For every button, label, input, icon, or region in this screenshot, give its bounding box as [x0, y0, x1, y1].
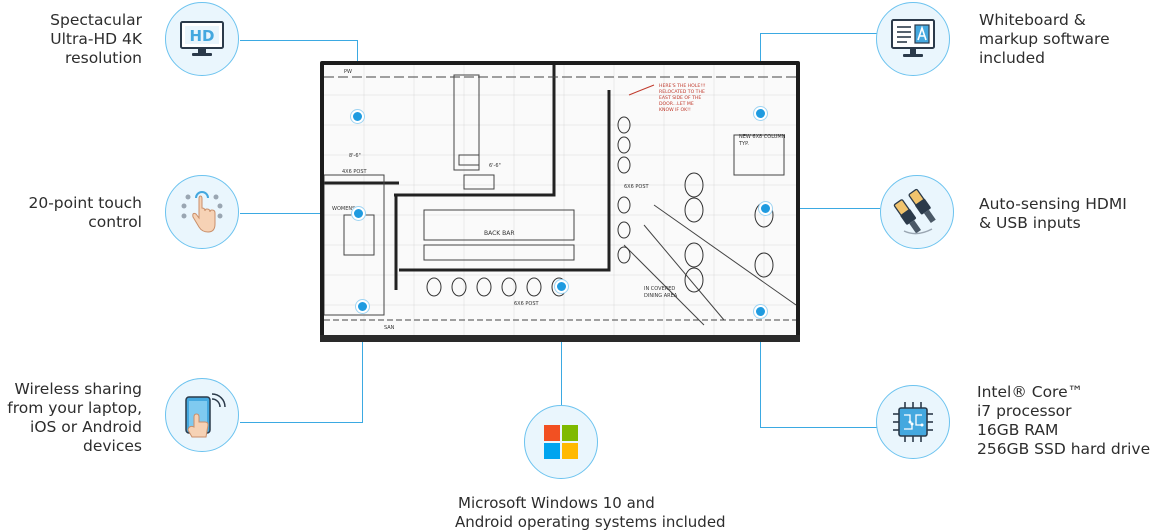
connector-wireless [240, 306, 363, 423]
connector-hdmi [765, 208, 880, 209]
svg-text:4X6 POST: 4X6 POST [342, 169, 368, 175]
svg-text:HD: HD [189, 27, 214, 45]
feature-hdmi-label: Auto-sensing HDMI& USB inputs [979, 195, 1127, 232]
svg-text:BACK BAR: BACK BAR [484, 230, 515, 237]
interactive-display: PW BACK BAR 6X6 POST 6X6 POST 4X6 POST W… [320, 61, 800, 342]
svg-text:8'-6": 8'-6" [349, 153, 361, 159]
hd-monitor-icon: HD [180, 21, 224, 56]
touch-hand-icon [181, 191, 223, 233]
wireless-circle [165, 378, 239, 452]
svg-text:SAN: SAN [384, 325, 395, 331]
windows-logo-icon [544, 425, 578, 459]
processor-circle [876, 385, 950, 459]
svg-text:EAST SIDE OF THE: EAST SIDE OF THE [659, 95, 701, 101]
connector-windows [561, 287, 562, 405]
windows-circle [524, 405, 598, 479]
svg-text:6X6 POST: 6X6 POST [514, 301, 540, 307]
whiteboard-monitor-icon [891, 19, 935, 57]
wireless-tablet-icon [185, 393, 226, 438]
connector-touch [240, 213, 358, 214]
blueprint-screen: PW BACK BAR 6X6 POST 6X6 POST 4X6 POST W… [324, 65, 796, 335]
svg-text:PW: PW [344, 69, 352, 75]
svg-text:TYP.: TYP. [738, 141, 749, 147]
svg-text:NEW 6X8 COLUMN: NEW 6X8 COLUMN [739, 134, 786, 140]
svg-text:DOOR...LET ME: DOOR...LET ME [659, 101, 694, 107]
svg-text:RELOCATED TO THE: RELOCATED TO THE [659, 89, 705, 95]
hdmi-circle [880, 175, 954, 249]
blueprint-drawing: PW BACK BAR 6X6 POST 6X6 POST 4X6 POST W… [324, 65, 796, 335]
hotspot-wireless[interactable] [356, 300, 369, 313]
hotspot-windows[interactable] [555, 280, 568, 293]
display-bezel-chin [320, 335, 800, 342]
svg-text:WOMENS: WOMENS [332, 206, 355, 212]
hotspot-whiteboard[interactable] [754, 107, 767, 120]
hd-circle: HD [165, 2, 239, 76]
touch-circle [165, 175, 239, 249]
svg-text:HERE'S THE HOLE!!!: HERE'S THE HOLE!!! [659, 83, 706, 89]
hotspot-hd[interactable] [351, 110, 364, 123]
hdmi-cable-icon [893, 188, 936, 235]
svg-text:DINING AREA: DINING AREA [644, 293, 678, 299]
hotspot-processor[interactable] [754, 305, 767, 318]
svg-text:KNOW IF OK!!: KNOW IF OK!! [659, 107, 691, 113]
hotspot-touch[interactable] [352, 207, 365, 220]
cpu-chip-icon [893, 402, 933, 442]
svg-text:6X6 POST: 6X6 POST [624, 184, 650, 190]
connector-processor [760, 311, 877, 428]
whiteboard-circle [876, 2, 950, 76]
hotspot-hdmi[interactable] [759, 202, 772, 215]
svg-text:IN COVERED: IN COVERED [644, 286, 675, 292]
svg-text:6'-6": 6'-6" [489, 163, 501, 169]
